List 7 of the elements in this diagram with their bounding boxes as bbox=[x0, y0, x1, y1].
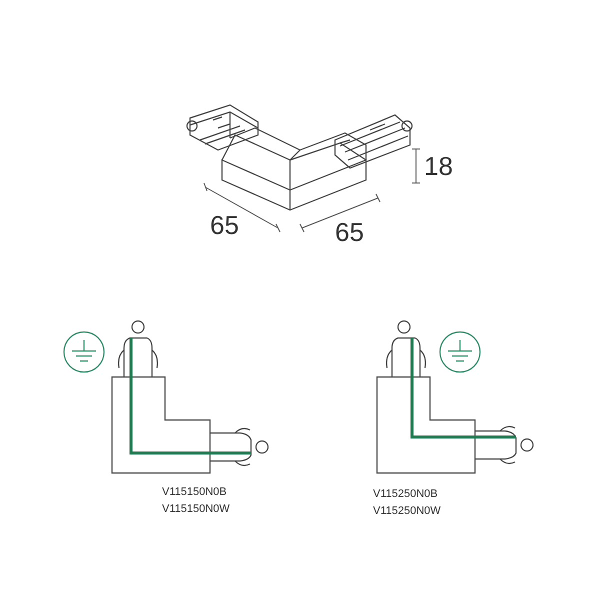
product-code: V115150N0W bbox=[162, 504, 230, 515]
product-code: V115250N0B bbox=[373, 489, 438, 500]
product-code: V115250N0W bbox=[373, 506, 441, 517]
product-code: V115150N0B bbox=[162, 487, 227, 498]
dimension-label: 65 bbox=[210, 212, 239, 238]
dimension-label: 65 bbox=[335, 219, 364, 245]
dimension-label: 18 bbox=[424, 153, 453, 179]
